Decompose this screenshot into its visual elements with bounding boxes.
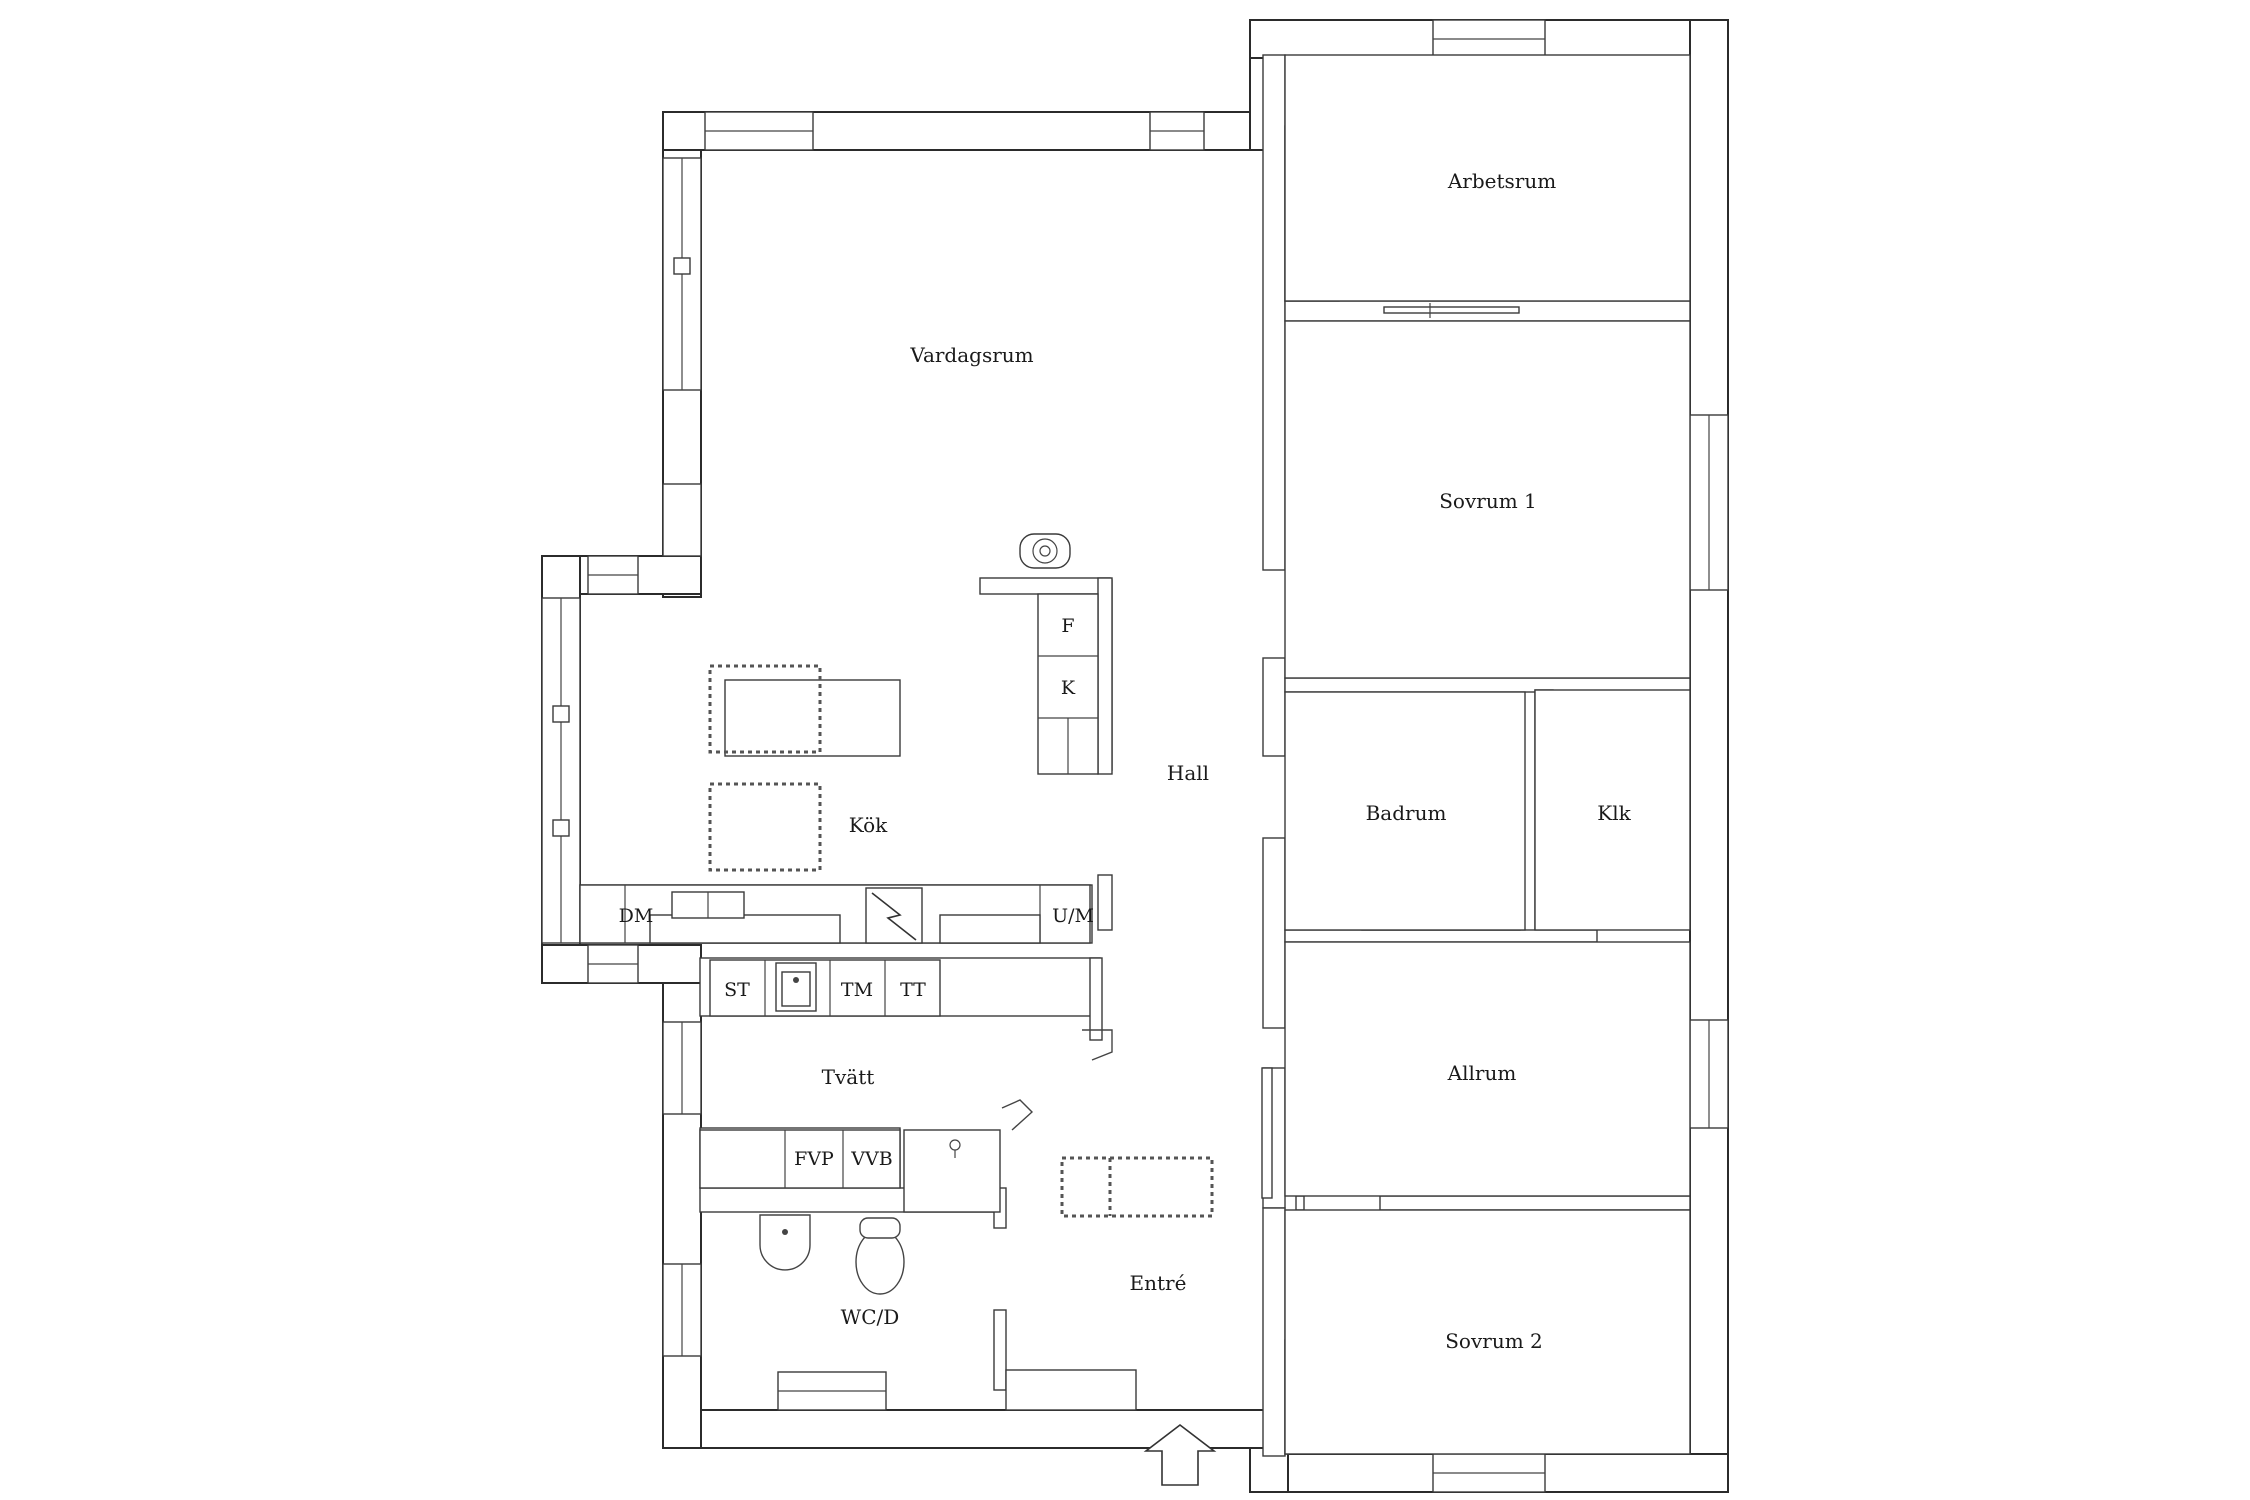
room-labels: Vardagsrum Arbetsrum Sovrum 1 Hall Kök B…: [822, 169, 1632, 1353]
right-rooms: [1284, 54, 1691, 1455]
tumble-dryer-label: TT: [900, 979, 926, 1001]
doors: [1261, 303, 1520, 1211]
dryer-cabinet-label: ST: [724, 979, 750, 1001]
water-heater-label: VVB: [850, 1148, 892, 1170]
washing-machine-label: TM: [841, 979, 873, 1001]
room-label-arbetsrum: Arbetsrum: [1447, 169, 1556, 193]
room-label-wcd: WC/D: [841, 1305, 900, 1329]
oven-micro-label: U/M: [1052, 905, 1094, 927]
entrance-area: [1060, 1156, 1217, 1486]
room-label-sovrum-2: Sovrum 2: [1445, 1329, 1543, 1353]
kitchen-fixtures: F K DM U/M: [579, 533, 1113, 944]
room-label-tvatt: Tvätt: [822, 1065, 875, 1089]
room-label-allrum: Allrum: [1447, 1061, 1517, 1085]
entrance-arrow-icon: [1143, 1423, 1217, 1486]
wc-fixtures: [759, 1214, 905, 1295]
room-label-entre: Entré: [1130, 1271, 1187, 1295]
fridge-label: F: [1061, 615, 1074, 637]
heat-pump-label: FVP: [794, 1148, 834, 1170]
room-label-badrum: Badrum: [1366, 801, 1447, 825]
room-label-vardagsrum: Vardagsrum: [909, 343, 1033, 367]
room-label-sovrum-1: Sovrum 1: [1439, 489, 1537, 513]
room-label-hall: Hall: [1167, 761, 1209, 785]
laundry-fixtures: ST TM TT FVP VVB: [699, 959, 1113, 1213]
dishwasher-label: DM: [619, 905, 654, 927]
freezer-label: K: [1061, 677, 1076, 699]
room-label-kok: Kök: [849, 813, 888, 837]
room-label-klk: Klk: [1597, 801, 1631, 825]
